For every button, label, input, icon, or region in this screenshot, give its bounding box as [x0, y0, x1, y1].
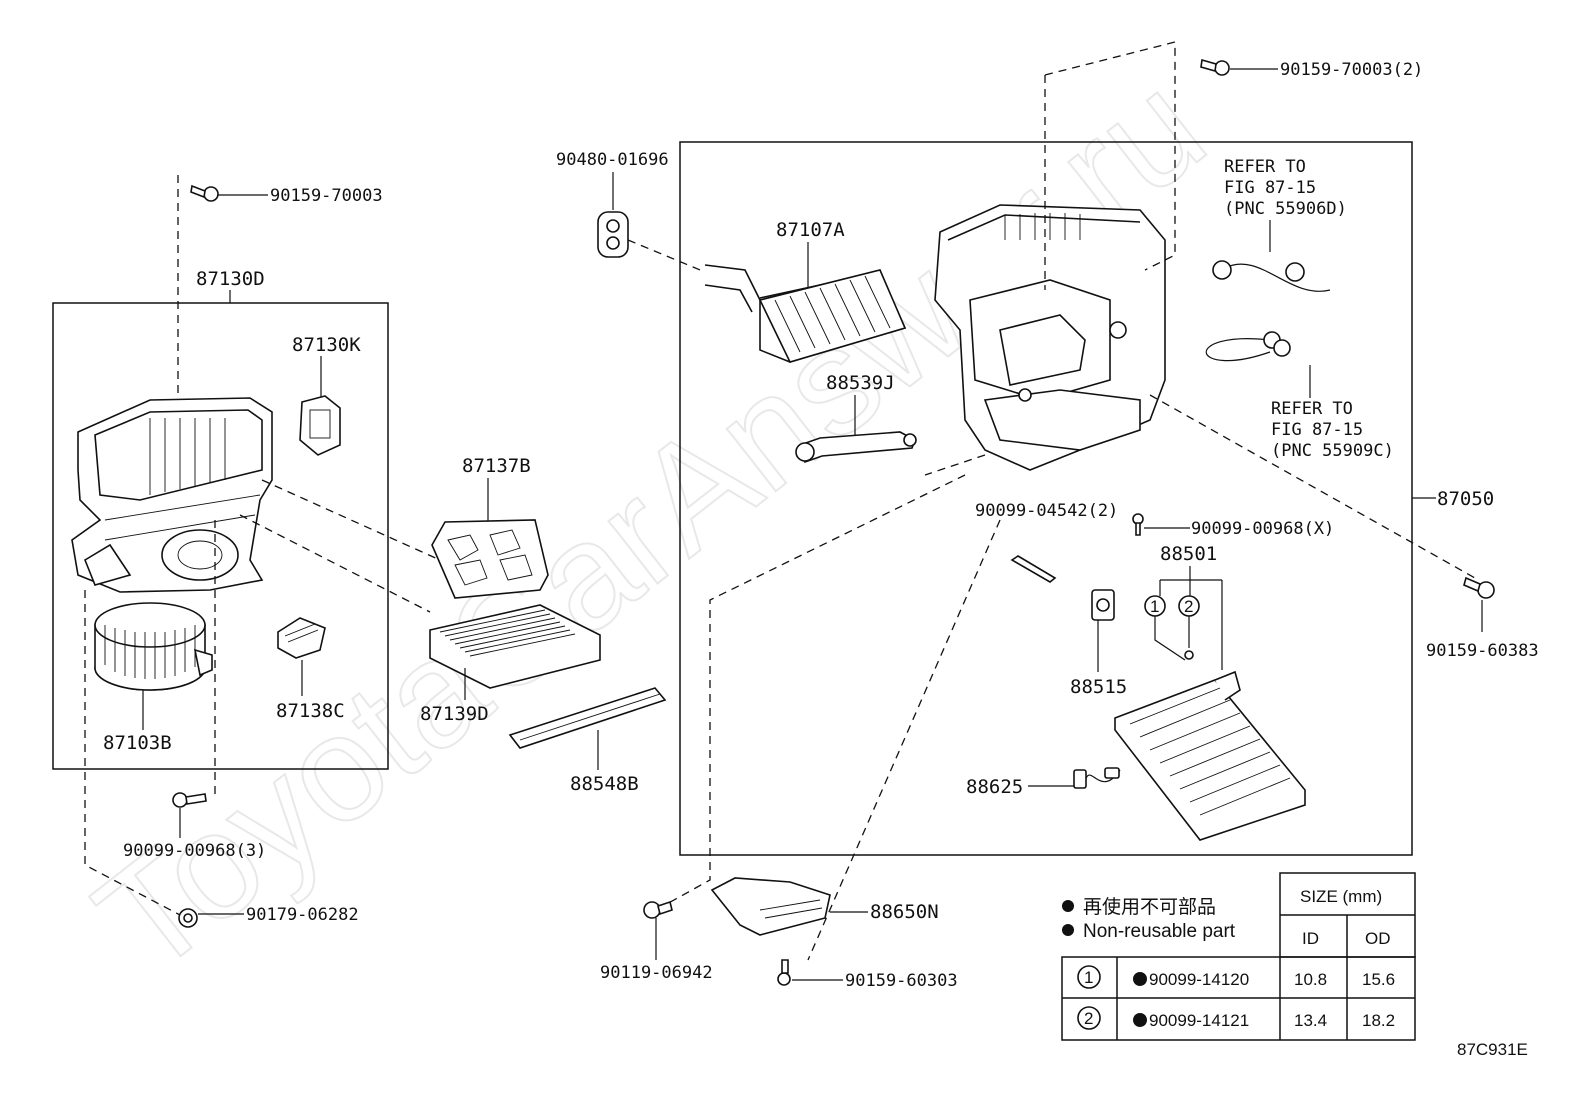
expansion-valve: [1091, 589, 1115, 621]
label-90159-70003: 90159-70003: [270, 186, 383, 206]
screw-icon: [777, 959, 791, 986]
svg-text:1: 1: [1150, 597, 1159, 616]
blower-case: [71, 397, 273, 593]
screw-icon: [1132, 513, 1144, 536]
label-87130K: 87130K: [292, 334, 361, 356]
hvac-case: [934, 204, 1166, 471]
svg-text:1: 1: [1084, 968, 1093, 987]
label-90159-60303: 90159-60303: [845, 971, 958, 991]
svg-text:15.6: 15.6: [1362, 970, 1395, 989]
refer-note-2: REFER TO FIG 87-15 (PNC 55909C): [1271, 399, 1394, 461]
nut-icon: [178, 908, 198, 928]
label-90179-06282: 90179-06282: [246, 905, 359, 925]
svg-text:90099-14121: 90099-14121: [1149, 1011, 1249, 1030]
label-90159-60383: 90159-60383: [1426, 641, 1539, 661]
svg-text:2: 2: [1184, 597, 1193, 616]
svg-text:(PNC 55906D): (PNC 55906D): [1224, 199, 1347, 219]
filter-cover: [431, 519, 549, 599]
screw-icon: [172, 792, 207, 808]
label-90119-06942: 90119-06942: [600, 963, 713, 983]
label-90099-00968-3: 90099-00968(3): [123, 841, 266, 861]
sensor-harness-a: [1212, 260, 1331, 292]
svg-text:REFER TO: REFER TO: [1271, 399, 1353, 419]
filter-seal: [508, 687, 667, 749]
table-col-id: ID: [1302, 929, 1319, 948]
heater-core: [704, 264, 907, 363]
label-88548B: 88548B: [570, 773, 639, 795]
cabin-air-filter: [429, 604, 601, 689]
o-ring-marker-1: 1: [1144, 595, 1186, 661]
thermistor: [1073, 767, 1121, 789]
label-87103B: 87103B: [103, 732, 172, 754]
o-ring-marker-2: 2: [1178, 595, 1200, 660]
dashed-guide: [664, 474, 966, 906]
sensor-harness-b: [1205, 331, 1291, 362]
air-duct: [710, 877, 831, 936]
table-col-od: OD: [1365, 929, 1391, 948]
dashed-guide: [924, 454, 986, 476]
label-88625: 88625: [966, 776, 1023, 798]
bolt-icon: [1010, 555, 1057, 583]
grommet-icon: [597, 211, 629, 258]
svg-text:FIG 87-15: FIG 87-15: [1224, 178, 1316, 198]
legend: 再使用不可部品 Non-reusable part: [1062, 896, 1236, 942]
label-87139D: 87139D: [420, 703, 489, 725]
svg-text:(PNC 55909C): (PNC 55909C): [1271, 441, 1394, 461]
refer-note-1: REFER TO FIG 87-15 (PNC 55906D): [1224, 157, 1347, 219]
label-90099-04542-2: 90099-04542(2): [975, 501, 1118, 521]
dashed-guide: [627, 239, 706, 273]
dashed-guide: [1044, 41, 1176, 271]
size-table: SIZE (mm) ID OD 1 90099-14120 10.8 15.6 …: [1061, 872, 1416, 1041]
svg-text:90099-14120: 90099-14120: [1149, 970, 1249, 989]
svg-text:10.8: 10.8: [1294, 970, 1327, 989]
label-90480-01696: 90480-01696: [556, 150, 669, 170]
label-90159-70003-2: 90159-70003(2): [1280, 60, 1423, 80]
label-88515: 88515: [1070, 676, 1127, 698]
blower-resistor: [277, 617, 326, 659]
blower-assembly-box: [52, 302, 389, 770]
evaporator: [1114, 670, 1306, 841]
svg-text:FIG 87-15: FIG 87-15: [1271, 420, 1363, 440]
label-90099-00968-x: 90099-00968(X): [1191, 519, 1334, 539]
label-87107A: 87107A: [776, 219, 845, 241]
legend-jp: 再使用不可部品: [1083, 896, 1216, 918]
figure-id: 87C931E: [1457, 1040, 1528, 1059]
blower-motor: [94, 602, 213, 691]
bolt-icon: [1463, 576, 1495, 599]
label-87137B: 87137B: [462, 455, 531, 477]
heater-pipe: [795, 431, 917, 464]
dashed-guide: [1149, 394, 1476, 579]
non-reusable-dot-icon: [1062, 900, 1074, 912]
label-88501: 88501: [1160, 543, 1217, 565]
table-row: 1 90099-14120 10.8 15.6: [1077, 965, 1395, 989]
table-row: 2 90099-14121 13.4 18.2: [1077, 1006, 1395, 1030]
label-88539J: 88539J: [826, 372, 895, 394]
svg-text:18.2: 18.2: [1362, 1011, 1395, 1030]
svg-text:13.4: 13.4: [1294, 1011, 1327, 1030]
non-reusable-dot-icon: [1133, 1013, 1147, 1027]
label-87050: 87050: [1437, 488, 1494, 510]
dashed-guide: [807, 519, 1001, 961]
actuator: [299, 395, 341, 456]
bolt-icon: [1200, 58, 1230, 76]
dashed-guide: [239, 514, 431, 613]
table-header-size: SIZE (mm): [1300, 887, 1382, 906]
legend-en: Non-reusable part: [1083, 921, 1236, 942]
dashed-guide: [261, 479, 441, 561]
bolt-icon: [643, 900, 673, 919]
bolt-icon: [190, 184, 219, 202]
label-87130D: 87130D: [196, 268, 265, 290]
non-reusable-dot-icon: [1133, 972, 1147, 986]
svg-text:REFER TO: REFER TO: [1224, 157, 1306, 177]
svg-text:2: 2: [1084, 1009, 1093, 1028]
dashed-guide: [84, 590, 181, 916]
label-87138C: 87138C: [276, 700, 345, 722]
label-88650N: 88650N: [870, 901, 939, 923]
non-reusable-dot-icon: [1062, 924, 1074, 936]
